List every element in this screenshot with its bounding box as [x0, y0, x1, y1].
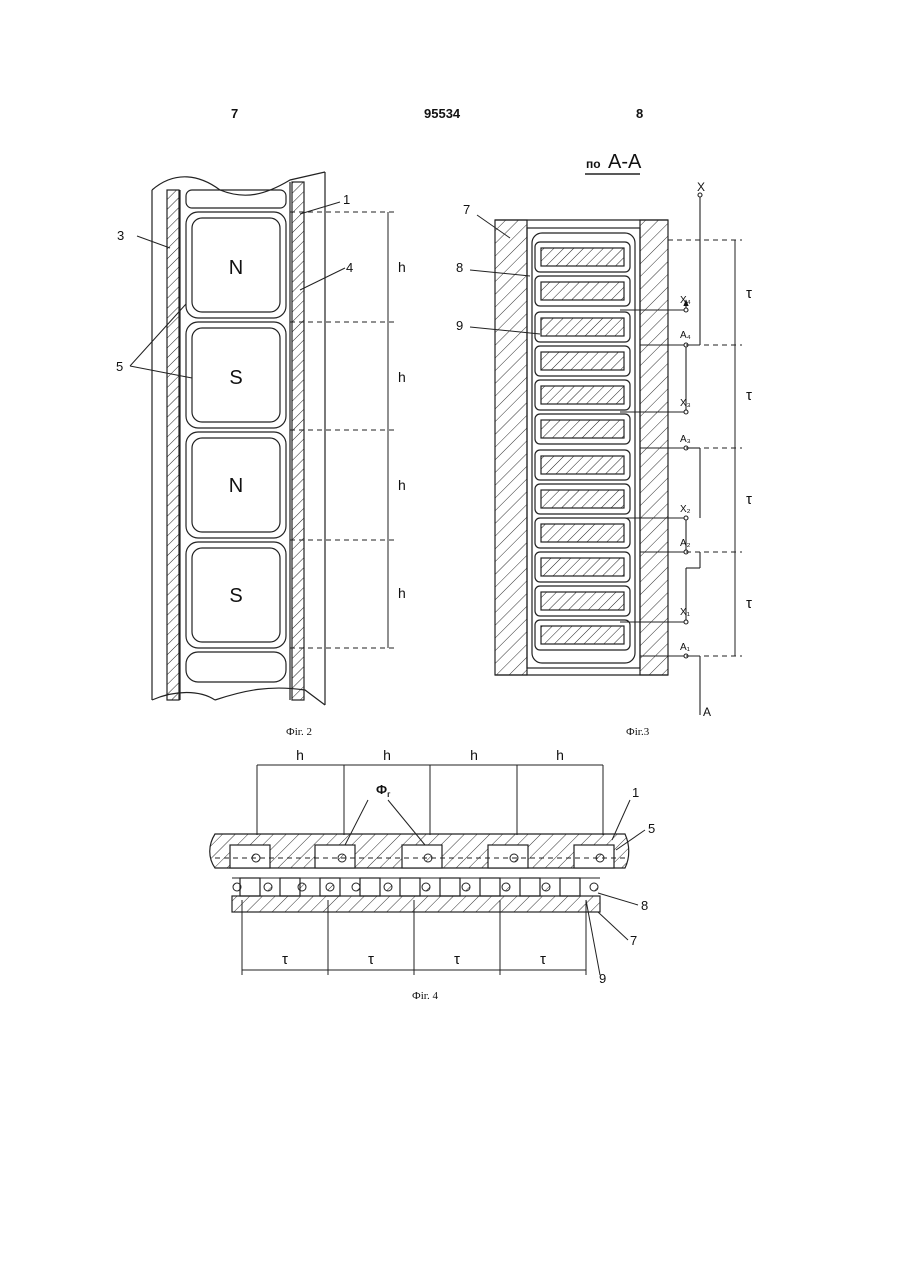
figure-4 — [210, 765, 645, 975]
fig4-h-dimension — [257, 765, 603, 835]
section-prefix: по — [586, 157, 601, 171]
fig4-flux-label: Фг — [376, 782, 391, 799]
fig4-ref-8: 8 — [641, 898, 648, 913]
fig3-ref-7: 7 — [463, 202, 470, 217]
fig2-caption: Фіг. 2 — [286, 726, 312, 738]
fig3-terminal-top: X — [697, 180, 705, 194]
fig2-ref-1: 1 — [343, 192, 350, 207]
fig4-h-4: h — [556, 747, 564, 763]
fig3-terminal-x1: X₁ — [680, 607, 691, 618]
fig2-pole-1: N — [229, 257, 243, 279]
fig4-ref-9: 9 — [599, 971, 606, 986]
fig4-h-2: h — [383, 747, 391, 763]
fig2-ref-4: 4 — [346, 260, 353, 275]
fig4-h-3: h — [470, 747, 478, 763]
fig3-terminal-a4: A₄ — [680, 330, 691, 341]
fig3-coil-slots — [535, 242, 630, 650]
fig2-pitch-2: h — [398, 369, 406, 385]
fig4-ref-1: 1 — [632, 785, 639, 800]
fig2-pitch-1: h — [398, 259, 406, 275]
fig4-ref-7: 7 — [630, 933, 637, 948]
fig4-tau-1: τ — [282, 951, 288, 968]
section-name: А-А — [608, 151, 642, 173]
figure-2 — [130, 172, 395, 705]
fig2-ref-3: 3 — [117, 228, 124, 243]
fig2-dimension-lines — [290, 212, 395, 648]
fig4-texts: h h h h Фг 1 5 8 7 9 τ τ τ τ Фіг. 4 — [282, 747, 655, 1002]
fig2-pole-2: S — [229, 367, 242, 389]
fig3-terminal-a1: A₁ — [680, 642, 691, 653]
fig3-caption: Фіг.3 — [626, 726, 650, 738]
fig3-terminal-x2: X₂ — [680, 504, 691, 515]
fig4-tau-3: τ — [454, 951, 460, 968]
fig3-ref-8: 8 — [456, 260, 463, 275]
fig3-tau-2: τ — [746, 387, 752, 404]
fig3-terminal-a3: A₃ — [680, 434, 691, 445]
fig2-pitch-3: h — [398, 477, 406, 493]
fig2-pitch-4: h — [398, 585, 406, 601]
fig4-flux-main: Ф — [376, 782, 387, 797]
fig3-tau-1: τ — [746, 285, 752, 302]
fig3-terminal-x4: X₄ — [680, 295, 691, 306]
fig4-rotor-bar — [210, 834, 629, 868]
fig3-tau-3: τ — [746, 491, 752, 508]
fig2-pole-4: S — [229, 585, 242, 607]
fig3-terminal-a2: A₂ — [680, 538, 691, 549]
fig2-ref-5: 5 — [116, 359, 123, 374]
fig3-ref-9: 9 — [456, 318, 463, 333]
fig3-terminal-x3: X₃ — [680, 398, 691, 409]
fig2-leader-lines — [130, 202, 345, 378]
fig3-tau-4: τ — [746, 595, 752, 612]
section-title: по А-А — [586, 151, 642, 173]
fig3-terminal-bottom: A — [703, 705, 711, 719]
figure-3 — [470, 174, 742, 715]
fig2-pole-3: N — [229, 475, 243, 497]
fig2-texts: N S N S h h h h 1 3 4 5 Фіг. 2 — [116, 192, 406, 738]
fig4-tau-4: τ — [540, 951, 546, 968]
fig4-flux-sub: г — [387, 790, 391, 799]
fig4-ref-5: 5 — [648, 821, 655, 836]
fig4-caption: Фіг. 4 — [412, 990, 439, 1002]
fig4-h-1: h — [296, 747, 304, 763]
fig4-tau-2: τ — [368, 951, 374, 968]
